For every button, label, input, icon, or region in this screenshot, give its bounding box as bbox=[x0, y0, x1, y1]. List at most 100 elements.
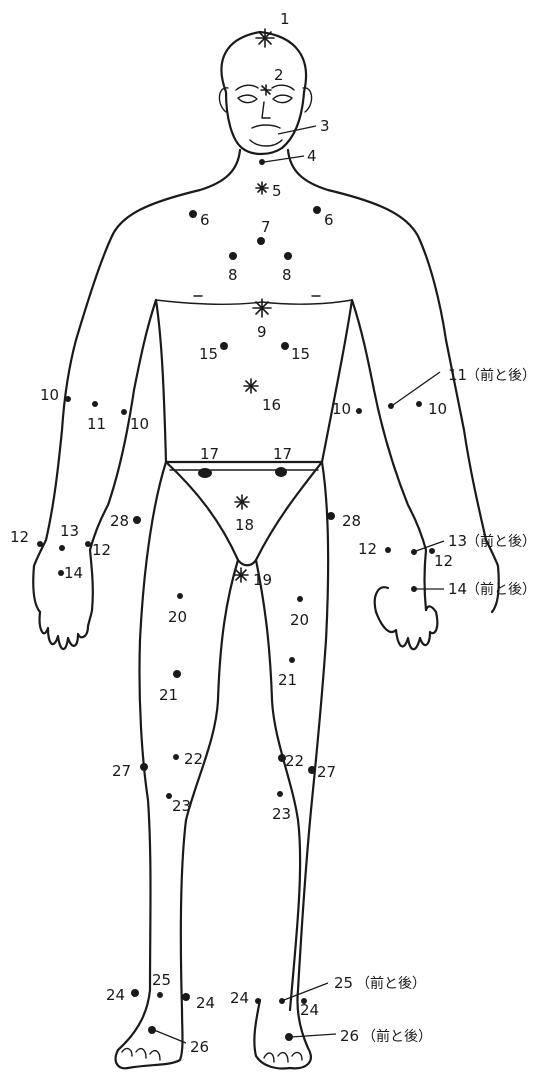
dot-point-25-left bbox=[157, 992, 163, 998]
label-8-right: 8 bbox=[282, 266, 292, 284]
star-point-2 bbox=[261, 85, 271, 95]
star-point-5 bbox=[256, 182, 268, 194]
dot-point-12-left-outer bbox=[37, 541, 43, 547]
dot-point-21-right bbox=[289, 657, 295, 663]
label-13-note: （前と後） bbox=[466, 533, 536, 550]
label-20-left: 20 bbox=[168, 608, 187, 626]
dot-point-20-right bbox=[297, 596, 303, 602]
dot-point-7 bbox=[257, 237, 265, 245]
mouth bbox=[252, 125, 280, 128]
dot-point-8-right bbox=[284, 252, 292, 260]
dot-point-15-left bbox=[220, 342, 228, 350]
star-point-9 bbox=[253, 299, 271, 317]
dot-point-6-left bbox=[189, 210, 197, 218]
label-24-left-outer: 24 bbox=[106, 986, 125, 1004]
dot-point-10-right-inner bbox=[356, 408, 362, 414]
label-15-left: 15 bbox=[199, 345, 218, 363]
right-toes bbox=[264, 1053, 302, 1062]
star-point-19 bbox=[234, 568, 248, 582]
right-thumb bbox=[375, 587, 388, 612]
leader-4 bbox=[264, 156, 304, 162]
dot-point-27-left bbox=[140, 763, 148, 771]
label-9: 9 bbox=[257, 323, 267, 341]
label-14-right: 14 bbox=[448, 580, 467, 598]
dot-point-24-right-outer bbox=[255, 998, 261, 1004]
left-leg-inner bbox=[181, 560, 238, 1010]
dot-point-11-right bbox=[388, 403, 394, 409]
right-hand bbox=[376, 606, 437, 649]
label-2: 2 bbox=[274, 66, 284, 84]
left-toes bbox=[122, 1049, 160, 1060]
dot-point-27-right bbox=[308, 766, 316, 774]
dot-point-17-right bbox=[275, 467, 287, 477]
label-22-right: 22 bbox=[285, 752, 304, 770]
star-point-16 bbox=[244, 379, 258, 393]
label-26-note: （前と後） bbox=[362, 1028, 432, 1045]
label-24-right-inner: 24 bbox=[300, 1001, 319, 1019]
head-outline bbox=[221, 32, 306, 154]
label-11-left: 11 bbox=[87, 415, 106, 433]
label-7: 7 bbox=[261, 218, 271, 236]
left-hand bbox=[40, 610, 92, 649]
label-5: 5 bbox=[272, 182, 282, 200]
label-25-left: 25 bbox=[152, 971, 171, 989]
dot-point-8-left bbox=[229, 252, 237, 260]
label-10-left-outer: 10 bbox=[40, 386, 59, 404]
label-14-left: 14 bbox=[64, 564, 83, 582]
label-22-left: 22 bbox=[184, 750, 203, 768]
dot-point-23-right bbox=[277, 791, 283, 797]
label-25-note: （前と後） bbox=[356, 975, 426, 992]
dot-point-28-right bbox=[327, 512, 335, 520]
star-point-1 bbox=[256, 29, 274, 47]
dot-point-10-left-inner bbox=[121, 409, 127, 415]
label-13-right: 13 bbox=[448, 532, 467, 550]
label-12-right-inner: 12 bbox=[358, 540, 377, 558]
dot-point-22-left bbox=[173, 754, 179, 760]
label-26-right: 26 bbox=[340, 1027, 359, 1045]
chin bbox=[250, 140, 282, 146]
dot-point-25-right bbox=[279, 998, 285, 1004]
label-18: 18 bbox=[235, 516, 254, 534]
label-12-left-inner: 12 bbox=[92, 541, 111, 559]
dot-point-28-left bbox=[133, 516, 141, 524]
label-24-right-outer: 24 bbox=[230, 989, 249, 1007]
label-12-right-outer: 12 bbox=[434, 552, 453, 570]
dot-point-21-left bbox=[173, 670, 181, 678]
point-markers bbox=[37, 29, 435, 1041]
label-26-left: 26 bbox=[190, 1038, 209, 1056]
label-10-right-inner: 10 bbox=[332, 400, 351, 418]
torso-left-side bbox=[156, 300, 166, 462]
label-13-left: 13 bbox=[60, 522, 79, 540]
label-23-right: 23 bbox=[272, 805, 291, 823]
label-17-right: 17 bbox=[273, 445, 292, 463]
dot-point-12-left-inner bbox=[85, 541, 91, 547]
dot-point-17-left bbox=[198, 468, 212, 478]
dot-point-13-left bbox=[59, 545, 65, 551]
label-4: 4 bbox=[307, 147, 317, 165]
right-eye bbox=[273, 95, 292, 103]
label-19: 19 bbox=[253, 571, 272, 589]
label-28-left: 28 bbox=[110, 512, 129, 530]
dot-point-11-left bbox=[92, 401, 98, 407]
label-3: 3 bbox=[320, 117, 330, 135]
torso-right-side bbox=[322, 300, 352, 462]
dot-point-24-left-inner bbox=[182, 993, 190, 1001]
point-labels: 1 2 3 4 5 6 6 7 8 8 9 15 15 16 10 11 10 … bbox=[10, 10, 536, 1056]
label-6-right: 6 bbox=[324, 211, 334, 229]
label-14-note: （前と後） bbox=[466, 581, 536, 598]
dot-point-10-left-outer bbox=[65, 396, 71, 402]
dot-point-20-left bbox=[177, 593, 183, 599]
label-10-left-inner: 10 bbox=[130, 415, 149, 433]
label-11-right: 11 bbox=[448, 366, 467, 384]
dot-point-6-right bbox=[313, 206, 321, 214]
label-8-left: 8 bbox=[228, 266, 238, 284]
label-27-left: 27 bbox=[112, 762, 131, 780]
label-21-right: 21 bbox=[278, 671, 297, 689]
label-24-left-inner: 24 bbox=[196, 994, 215, 1012]
label-17-left: 17 bbox=[200, 445, 219, 463]
label-12-left-outer: 12 bbox=[10, 528, 29, 546]
label-11-note: （前と後） bbox=[466, 367, 536, 384]
dot-point-15-right bbox=[281, 342, 289, 350]
label-28-right: 28 bbox=[342, 512, 361, 530]
dot-point-13-right bbox=[411, 549, 417, 555]
